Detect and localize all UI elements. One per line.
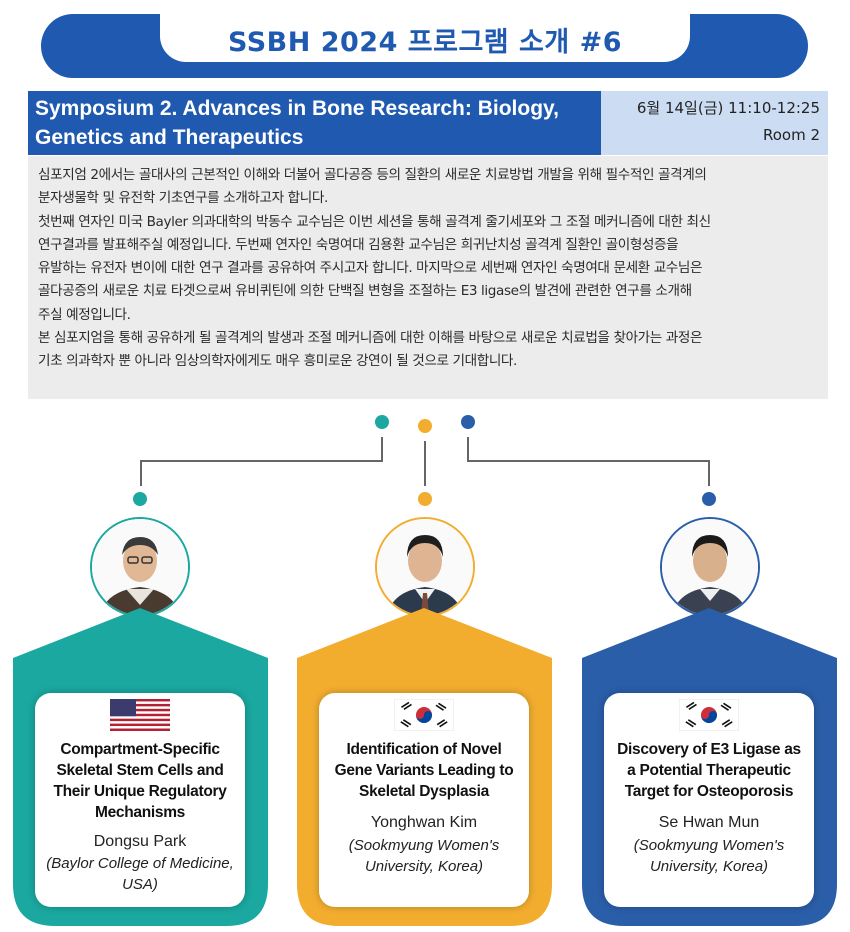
connector-dot-teal bbox=[133, 492, 147, 506]
speaker-name: Yonghwan Kim bbox=[370, 814, 478, 831]
talk-title: Compartment-Specific Skeletal Stem Cells… bbox=[35, 739, 245, 823]
affiliation-line: University, Korea) bbox=[649, 858, 769, 875]
speaker-name: Se Hwan Mun bbox=[658, 814, 760, 831]
description-line: 심포지엄 2에서는 골대사의 근본적인 이해와 더불어 골다공증 등의 질환의 … bbox=[38, 167, 707, 183]
affiliation-line: (Sookmyung Women's bbox=[348, 837, 500, 854]
talk-title-line: Compartment-Specific bbox=[60, 741, 220, 758]
talk-title-line: Skeletal Stem Cells and bbox=[56, 762, 224, 779]
description-line: 유발하는 유전자 변이에 대한 연구 결과를 공유하여 주시고자 합니다. 마지… bbox=[38, 260, 703, 277]
talk-title-line: Identification of Novel bbox=[346, 741, 502, 758]
affiliation-line: (Sookmyung Women's bbox=[633, 837, 785, 854]
affiliation-line: University, Korea) bbox=[364, 858, 484, 875]
korea-flag-icon bbox=[679, 699, 739, 731]
korea-flag-icon bbox=[394, 699, 454, 731]
card-content: Compartment-Specific Skeletal Stem Cells… bbox=[35, 693, 245, 907]
speaker-photo-1 bbox=[90, 517, 190, 617]
talk-title-line: Their Unique Regulatory bbox=[53, 783, 227, 800]
connector-dot-navy bbox=[702, 492, 716, 506]
description-line: 첫번째 연자인 미국 Bayler 의과대학의 박동수 교수님은 이번 세션을 … bbox=[38, 213, 711, 230]
talk-title-line: a Potential Therapeutic bbox=[627, 762, 791, 779]
description-line: 골다공증의 새로운 치료 타겟으로써 유비퀴틴에 의한 단백질 변형을 조절하는… bbox=[38, 283, 692, 300]
connector-line bbox=[381, 437, 383, 461]
symposium-header: Symposium 2. Advances in Bone Research: … bbox=[28, 91, 828, 155]
talk-title-line: Discovery of E3 Ligase as bbox=[617, 741, 801, 758]
description-line: 분자생물학 및 유전학 기초연구를 소개하고자 합니다. bbox=[38, 190, 328, 207]
avatar-icon bbox=[92, 519, 188, 615]
connector-line bbox=[140, 460, 383, 462]
speaker-photo-2 bbox=[375, 517, 475, 617]
connector-line bbox=[467, 437, 469, 461]
connector-dot-navy bbox=[461, 415, 475, 429]
speaker-card-3: Discovery of E3 Ligase as a Potential Th… bbox=[582, 608, 837, 926]
talk-title-line: Mechanisms bbox=[94, 804, 186, 821]
talk-title: Identification of Novel Gene Variants Le… bbox=[319, 739, 529, 802]
affiliation-line: (Baylor College of Medicine, bbox=[46, 855, 234, 872]
avatar-icon bbox=[662, 519, 758, 615]
page-title: SSBH 2024 프로그램 소개 #6 bbox=[227, 27, 623, 58]
connector-line bbox=[140, 460, 142, 486]
connector-line bbox=[467, 460, 709, 462]
talk-title-line: Target for Osteoporosis bbox=[624, 783, 794, 800]
speaker-affiliation: (Sookmyung Women's University, Korea) bbox=[319, 835, 529, 877]
speaker-affiliation: (Baylor College of Medicine, USA) bbox=[35, 853, 245, 895]
speaker-card-2: Identification of Novel Gene Variants Le… bbox=[297, 608, 552, 926]
connector-dot-gold bbox=[418, 492, 432, 506]
title-banner-plate bbox=[160, 14, 690, 62]
affiliation-line: USA) bbox=[122, 876, 158, 893]
symposium-description: 심포지엄 2에서는 골대사의 근본적인 이해와 더불어 골다공증 등의 질환의 … bbox=[28, 156, 828, 399]
talk-title: Discovery of E3 Ligase as a Potential Th… bbox=[604, 739, 814, 802]
connector-dot-gold bbox=[418, 419, 432, 433]
speaker-card-1: Compartment-Specific Skeletal Stem Cells… bbox=[13, 608, 268, 926]
card-content: Identification of Novel Gene Variants Le… bbox=[319, 693, 529, 907]
symposium-room: Room 2 bbox=[762, 126, 820, 144]
avatar-icon bbox=[377, 519, 473, 615]
connector-line bbox=[424, 441, 426, 486]
symposium-title: Symposium 2. Advances in Bone Research: … bbox=[28, 91, 601, 155]
description-line: 연구결과를 발표해주실 예정입니다. 두번째 연자인 숙명여대 김용환 교수님은… bbox=[38, 236, 679, 253]
connector-line bbox=[708, 460, 710, 486]
usa-flag-icon bbox=[110, 699, 170, 731]
symposium-datetime: 6월 14일(금) 11:10-12:25 bbox=[636, 99, 820, 117]
symposium-title-line: Genetics and Therapeutics bbox=[35, 126, 304, 149]
symposium-title-line: Symposium 2. Advances in Bone Research: … bbox=[35, 97, 559, 120]
talk-title-line: Skeletal Dysplasia bbox=[359, 783, 489, 800]
description-line: 기초 의과학자 뿐 아니라 임상의학자에게도 매우 흥미로운 강연이 될 것으로… bbox=[38, 353, 517, 370]
speaker-name: Dongsu Park bbox=[93, 833, 187, 850]
speaker-photo-3 bbox=[660, 517, 760, 617]
card-content: Discovery of E3 Ligase as a Potential Th… bbox=[604, 693, 814, 907]
description-line: 주실 예정입니다. bbox=[38, 306, 131, 323]
speaker-affiliation: (Sookmyung Women's University, Korea) bbox=[604, 835, 814, 877]
symposium-meta: 6월 14일(금) 11:10-12:25 Room 2 bbox=[601, 91, 828, 155]
talk-title-line: Gene Variants Leading to bbox=[334, 762, 514, 779]
description-line: 본 심포지엄을 통해 공유하게 될 골격계의 발생과 조절 메커니즘에 대한 이… bbox=[38, 330, 703, 347]
connector-dot-teal bbox=[375, 415, 389, 429]
